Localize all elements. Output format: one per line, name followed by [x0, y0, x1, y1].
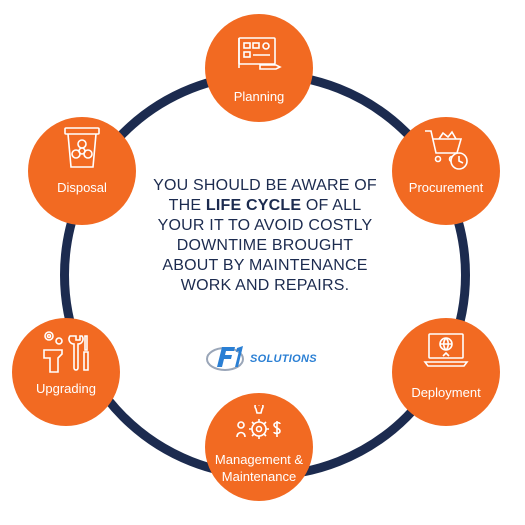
stage-procurement-label: Procurement [408, 180, 484, 195]
stage-planning: Planning [205, 14, 313, 122]
cart-clock-icon [425, 130, 468, 170]
center-line-4: DOWNTIME BROUGHT [176, 237, 354, 254]
center-line-1: YOU SHOULD BE AWARE OF [153, 177, 377, 194]
biohazard-bin-icon [64, 127, 100, 168]
tools-icon [43, 331, 89, 373]
center-line-2-pre: THE [168, 197, 202, 214]
stage-disposal-label: Disposal [57, 180, 107, 195]
stage-disposal: Disposal [28, 117, 136, 225]
stage-deployment-label: Deployment [411, 385, 481, 400]
f1-logo-mark-icon [206, 346, 244, 371]
center-line-3: YOUR IT TO AVOID COSTLY [157, 217, 373, 234]
stage-management-label-2: Maintenance [221, 469, 297, 484]
stage-procurement: Procurement [392, 117, 500, 225]
stage-planning-label: Planning [233, 89, 285, 104]
stage-management-label-1: Management & [214, 452, 304, 467]
stage-management-maintenance: Management & Maintenance [205, 393, 313, 501]
center-line-5: ABOUT BY MAINTENANCE [162, 257, 368, 274]
stage-upgrading-label: Upgrading [36, 381, 96, 396]
center-message: YOU SHOULD BE AWARE OF THE LIFE CYCLE OF… [140, 176, 390, 296]
blueprint-icon [238, 37, 282, 70]
life-cycle-highlight: LIFE CYCLE [205, 197, 302, 214]
center-line-2: THE LIFE CYCLE OF ALL [140, 196, 390, 216]
f1-solutions-logo: SOLUTIONS [205, 340, 325, 374]
stage-deployment: Deployment [392, 318, 500, 426]
center-line-2-post: OF ALL [305, 197, 362, 214]
gears-bulb-icon [236, 405, 281, 439]
stage-upgrading: Upgrading [12, 318, 120, 426]
laptop-globe-icon [423, 333, 469, 367]
center-line-6: WORK AND REPAIRS. [180, 277, 350, 294]
logo-text: SOLUTIONS [250, 353, 317, 365]
